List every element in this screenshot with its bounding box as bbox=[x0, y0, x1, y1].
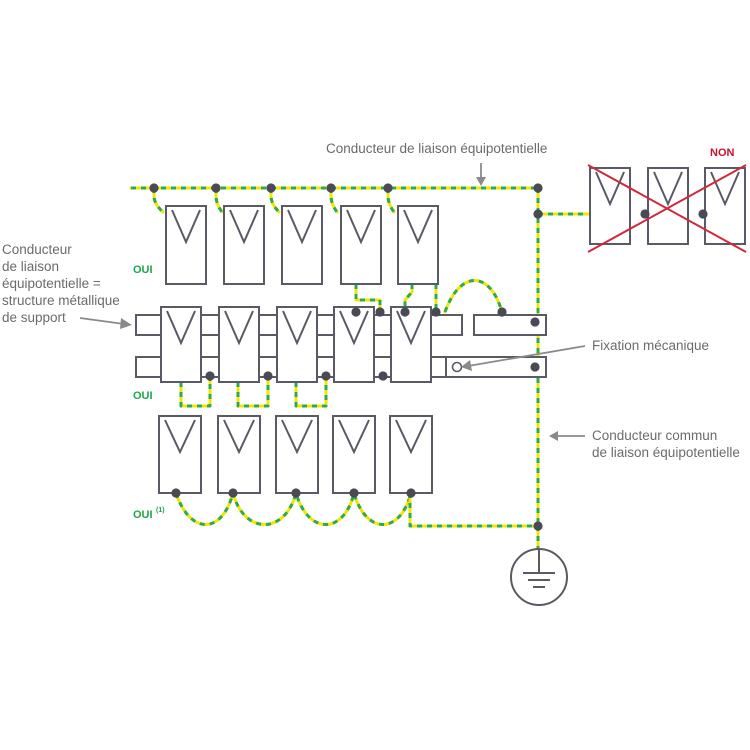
row-1-panel-2 bbox=[223, 205, 265, 285]
incorrect-panel-3 bbox=[704, 167, 746, 245]
left-conductor-line-5: de support bbox=[2, 310, 66, 325]
row-2-bottom-node-1 bbox=[205, 371, 215, 381]
bonding-nodes bbox=[149, 183, 708, 531]
row-1-panels bbox=[165, 205, 439, 285]
row-2-jumper-1 bbox=[179, 374, 212, 408]
yes-label-row-1: OUI bbox=[133, 264, 153, 276]
yes-footnote-marker: (1) bbox=[156, 507, 165, 514]
row-3-panel-1 bbox=[158, 415, 202, 494]
row-3-loop-conductor bbox=[174, 491, 413, 526]
row-1-drop-3 bbox=[269, 186, 281, 214]
row-3-node-3 bbox=[291, 488, 301, 498]
common-ground-node bbox=[533, 521, 543, 531]
incorrect-panel-1 bbox=[589, 167, 631, 245]
left-conductor-line-3: équipotentielle = bbox=[2, 276, 101, 291]
row-3-panel-4 bbox=[332, 415, 376, 494]
row-2-jumper-2 bbox=[236, 374, 270, 408]
left-conductor-label: Conducteur de liaison équipotentielle = … bbox=[2, 242, 120, 325]
row-3-panel-2 bbox=[217, 415, 261, 494]
rail-extension-bottom-node bbox=[530, 362, 540, 372]
top-node-4 bbox=[326, 183, 336, 193]
row-2-structure bbox=[135, 306, 547, 383]
red-cross-icon bbox=[587, 164, 747, 253]
row-1-panel-1 bbox=[165, 205, 207, 285]
annotation-arrows bbox=[79, 163, 586, 441]
top-node-3 bbox=[266, 183, 276, 193]
row-1-panel-3 bbox=[281, 205, 323, 285]
incorrect-panels bbox=[589, 167, 746, 245]
yes-label-row-3: OUI bbox=[133, 509, 153, 521]
top-node-1 bbox=[149, 183, 159, 193]
row-2-panel-2 bbox=[218, 306, 260, 383]
common-conductor-line-1: Conducteur commun bbox=[592, 428, 717, 443]
top-node-6 bbox=[533, 183, 543, 193]
row-2-top-node-4 bbox=[431, 307, 441, 317]
row-1-panel-5 bbox=[397, 205, 439, 285]
rail-extension-top-node bbox=[530, 317, 540, 327]
row-3-node-2 bbox=[228, 488, 238, 498]
incorrect-node-2 bbox=[698, 209, 708, 219]
no-label: NON bbox=[710, 147, 735, 159]
rail-hump-conductor bbox=[443, 279, 504, 314]
row-2-bottom-node-3 bbox=[321, 371, 331, 381]
row-2-top-node-1 bbox=[351, 307, 361, 317]
row-2-panel-1 bbox=[160, 306, 202, 383]
top-node-5 bbox=[383, 183, 393, 193]
row-2-bottom-node-4 bbox=[378, 371, 388, 381]
row-2-panel-4 bbox=[333, 306, 375, 383]
rail-extension-top bbox=[473, 314, 547, 336]
row-1-row-2-jumper-1 bbox=[354, 282, 382, 314]
common-conductor-line-2: de liaison équipotentielle bbox=[592, 445, 740, 460]
row-1-drop-5 bbox=[386, 186, 396, 214]
rail-extension-bottom bbox=[445, 356, 547, 378]
left-conductor-line-1: Conducteur bbox=[2, 242, 72, 257]
row-3-panels bbox=[158, 415, 433, 494]
common-conductor-label: Conducteur commun de liaison équipotenti… bbox=[592, 428, 740, 460]
yes-label-row-2: OUI bbox=[133, 390, 153, 402]
row-3-panel-5 bbox=[389, 415, 433, 494]
row-3-panel-3 bbox=[275, 415, 319, 494]
row-3-node-1 bbox=[171, 488, 181, 498]
row-2-top-node-3 bbox=[400, 307, 410, 317]
fixation-label: Fixation mécanique bbox=[592, 338, 709, 353]
fixation-bolt-icon bbox=[451, 361, 463, 373]
row-3-node-4 bbox=[349, 488, 359, 498]
left-conductor-line-4: structure métallique bbox=[2, 293, 120, 308]
row-2-panel-5 bbox=[390, 306, 432, 383]
row-1-drop-4 bbox=[329, 186, 339, 214]
row-3-node-5 bbox=[406, 488, 416, 498]
row-3-to-common-conductor bbox=[408, 491, 540, 528]
row-2-panel-3 bbox=[276, 306, 318, 383]
row-2-top-node-2 bbox=[375, 307, 385, 317]
earth-ground-icon bbox=[510, 548, 568, 606]
incorrect-panel-2 bbox=[647, 167, 689, 245]
row-1-panel-4 bbox=[340, 205, 382, 285]
top-node-7 bbox=[533, 209, 543, 219]
row-1-drop-2 bbox=[214, 186, 224, 214]
incorrect-node-1 bbox=[640, 209, 650, 219]
row-1-drop-1 bbox=[152, 186, 165, 214]
row-2-bottom-node-2 bbox=[263, 371, 273, 381]
top-node-2 bbox=[211, 183, 221, 193]
row-2-jumper-3 bbox=[294, 374, 328, 408]
rail-hump-node bbox=[497, 307, 507, 317]
left-conductor-line-2: de liaison bbox=[2, 259, 59, 274]
top-conductor-label: Conducteur de liaison équipotentielle bbox=[326, 141, 547, 156]
